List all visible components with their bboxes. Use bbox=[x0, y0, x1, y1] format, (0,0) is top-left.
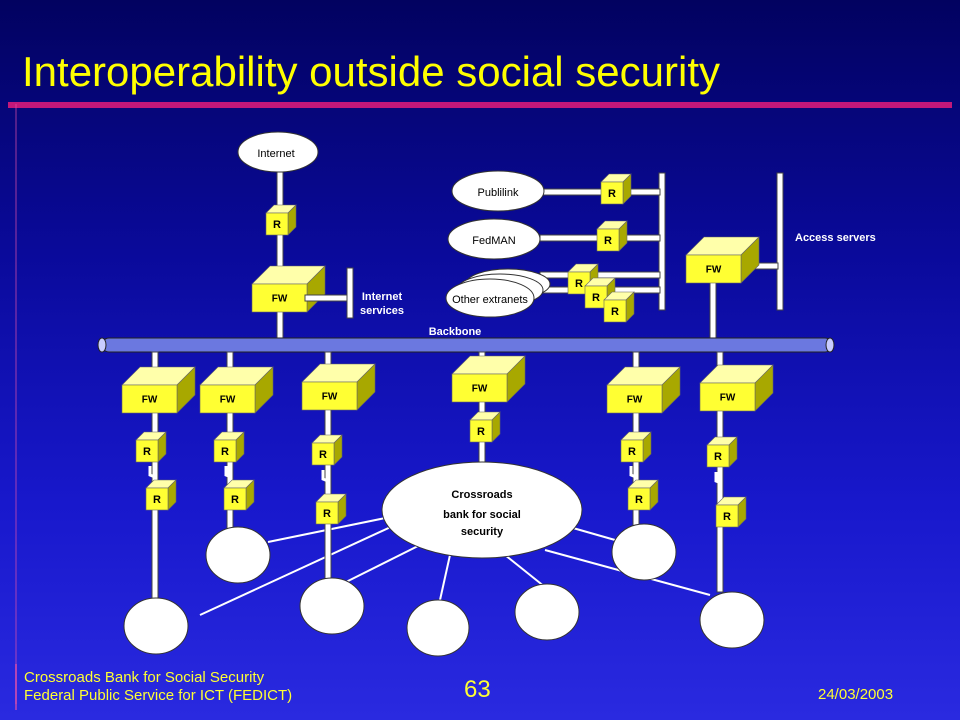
page-number: 63 bbox=[464, 676, 491, 703]
extranet-router-3-label: R bbox=[611, 306, 619, 318]
branch-router-b-5: R bbox=[715, 496, 747, 528]
branch-firewall-3-label: FW bbox=[322, 392, 338, 403]
footer-org-line1: Crossroads Bank for Social Security bbox=[24, 669, 265, 686]
institution-circle-5 bbox=[514, 583, 580, 641]
internet-router-label: R bbox=[273, 219, 281, 231]
left-accent-rule bbox=[15, 104, 17, 704]
backbone bbox=[97, 337, 835, 353]
branch-router-b-1-label: R bbox=[153, 494, 161, 506]
center-label-line2: bank for social bbox=[443, 509, 521, 521]
fedman-router: R bbox=[596, 220, 628, 252]
publilink-node bbox=[451, 170, 545, 212]
branch-router-a-1: R bbox=[135, 431, 167, 463]
center-label-line3: security bbox=[461, 526, 504, 538]
branch-firewall-1-label: FW bbox=[142, 395, 158, 406]
institution-circle-4 bbox=[406, 599, 470, 657]
footer-organization: Crossroads Bank for Social Security Fede… bbox=[24, 669, 292, 705]
branch-router-a-1-label: R bbox=[143, 446, 151, 458]
branch-firewall-2: FW bbox=[199, 366, 274, 414]
publilink-link bbox=[539, 188, 661, 196]
branch-firewall-3: FW bbox=[301, 363, 376, 411]
fedman-router-label: R bbox=[604, 235, 612, 247]
branch-firewall-5-label: FW bbox=[720, 393, 736, 404]
access-servers-bar bbox=[776, 172, 784, 311]
branch-firewall-4: FW bbox=[606, 366, 681, 414]
internet-firewall: FW bbox=[251, 265, 326, 313]
branch-router-b-3-label: R bbox=[323, 508, 331, 520]
internet-services-link bbox=[304, 294, 349, 302]
branch-link-bolt-3 bbox=[321, 470, 330, 490]
internet-services-label-line2: services bbox=[360, 305, 404, 317]
branch-router-b-4-label: R bbox=[635, 494, 643, 506]
branch-router-a-5-label: R bbox=[714, 451, 722, 463]
institution-circle-1 bbox=[123, 597, 189, 655]
branch-router-a-3: R bbox=[311, 434, 343, 466]
branch-firewall-4-label: FW bbox=[627, 395, 643, 406]
center-router-label: R bbox=[477, 426, 485, 438]
publilink-router-label: R bbox=[608, 188, 616, 200]
backbone-label: Backbone bbox=[429, 326, 482, 338]
access-servers-label: Access servers bbox=[795, 232, 876, 244]
footer-date: 24/03/2003 bbox=[818, 686, 894, 703]
title-underline bbox=[8, 102, 952, 108]
internet-services-label-line1: Internet bbox=[362, 291, 403, 303]
fedman-label: FedMAN bbox=[472, 235, 515, 247]
page-title: Interoperability outside social security bbox=[22, 48, 721, 95]
branch-router-b-2-label: R bbox=[231, 494, 239, 506]
extranet-link-a bbox=[539, 271, 661, 279]
branch-router-a-5: R bbox=[706, 436, 738, 468]
center-firewall-label: FW bbox=[472, 384, 488, 395]
branch-firewall-1: FW bbox=[121, 366, 196, 414]
institution-circle-3 bbox=[299, 577, 365, 635]
publilink-router: R bbox=[600, 173, 632, 205]
footer-accent-rule bbox=[15, 664, 17, 710]
branch-router-a-4: R bbox=[620, 431, 652, 463]
access-firewall-label: FW bbox=[706, 265, 722, 276]
institution-circle-7 bbox=[699, 591, 765, 649]
branch-firewall-2-label: FW bbox=[220, 395, 236, 406]
access-firewall: FW bbox=[685, 236, 760, 284]
institution-circle-6 bbox=[611, 523, 677, 581]
branch-router-a-2-label: R bbox=[221, 446, 229, 458]
institution-link-line bbox=[199, 524, 396, 616]
internet-uplink-line bbox=[276, 169, 284, 343]
branch-link-bolt-5 bbox=[714, 472, 723, 492]
internet-node bbox=[237, 131, 319, 173]
branch-firewall-5: FW bbox=[699, 364, 774, 412]
internet-label: Internet bbox=[257, 148, 294, 160]
institution-link-line bbox=[439, 554, 451, 601]
center-router: R bbox=[469, 411, 501, 443]
internet-router: R bbox=[265, 204, 297, 236]
center-label-line1: Crossroads bbox=[451, 489, 512, 501]
institution-circle-2 bbox=[205, 526, 271, 584]
institution-link-line bbox=[267, 514, 401, 543]
branch-router-b-2: R bbox=[223, 479, 255, 511]
branch-router-b-3: R bbox=[315, 493, 347, 525]
fedman-node bbox=[447, 218, 541, 260]
extranet-router-2-label: R bbox=[592, 292, 600, 304]
internet-services-bar bbox=[346, 267, 354, 319]
branch-router-b-5-label: R bbox=[723, 511, 731, 523]
branch-router-a-4-label: R bbox=[628, 446, 636, 458]
extranet-router-1-label: R bbox=[575, 278, 583, 290]
internet-firewall-label: FW bbox=[272, 294, 288, 305]
center-firewall: FW bbox=[451, 355, 526, 403]
branch-router-b-4: R bbox=[627, 479, 659, 511]
footer-org-line2: Federal Public Service for ICT (FEDICT) bbox=[24, 687, 293, 704]
other-extranets-label: Other extranets bbox=[452, 294, 528, 306]
branch-router-b-1: R bbox=[145, 479, 177, 511]
crossroads-bank-node bbox=[381, 461, 583, 559]
publilink-label: Publilink bbox=[478, 187, 519, 199]
access-firewall-uplink bbox=[709, 281, 717, 343]
branch-router-a-2: R bbox=[213, 431, 245, 463]
institution-link-line bbox=[339, 544, 421, 586]
extranet-node-front bbox=[445, 278, 535, 318]
branch-router-a-3-label: R bbox=[319, 449, 327, 461]
extranet-router-3: R bbox=[603, 291, 635, 323]
